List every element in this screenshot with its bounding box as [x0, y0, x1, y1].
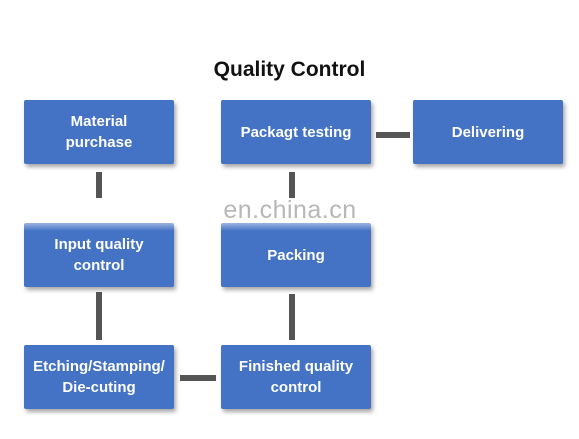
- node-packagt-testing: Packagt testing: [221, 100, 371, 164]
- connector-input-to-etching: [96, 292, 102, 340]
- connector-material-to-input: [96, 172, 102, 198]
- connector-etching-to-finished: [180, 375, 216, 381]
- connector-testing-to-delivering: [376, 132, 410, 138]
- node-etching-stamping-die-cuting: Etching/Stamping/Die-cuting: [24, 345, 174, 409]
- watermark-text: en.china.cn: [223, 196, 357, 224]
- diagram-title: Quality Control: [213, 58, 366, 81]
- node-packing: Packing: [221, 223, 371, 287]
- watermark-haze: [22, 203, 372, 231]
- node-delivering: Delivering: [413, 100, 563, 164]
- connector-packing-to-testing: [289, 172, 295, 198]
- connector-finished-to-packing: [289, 294, 295, 340]
